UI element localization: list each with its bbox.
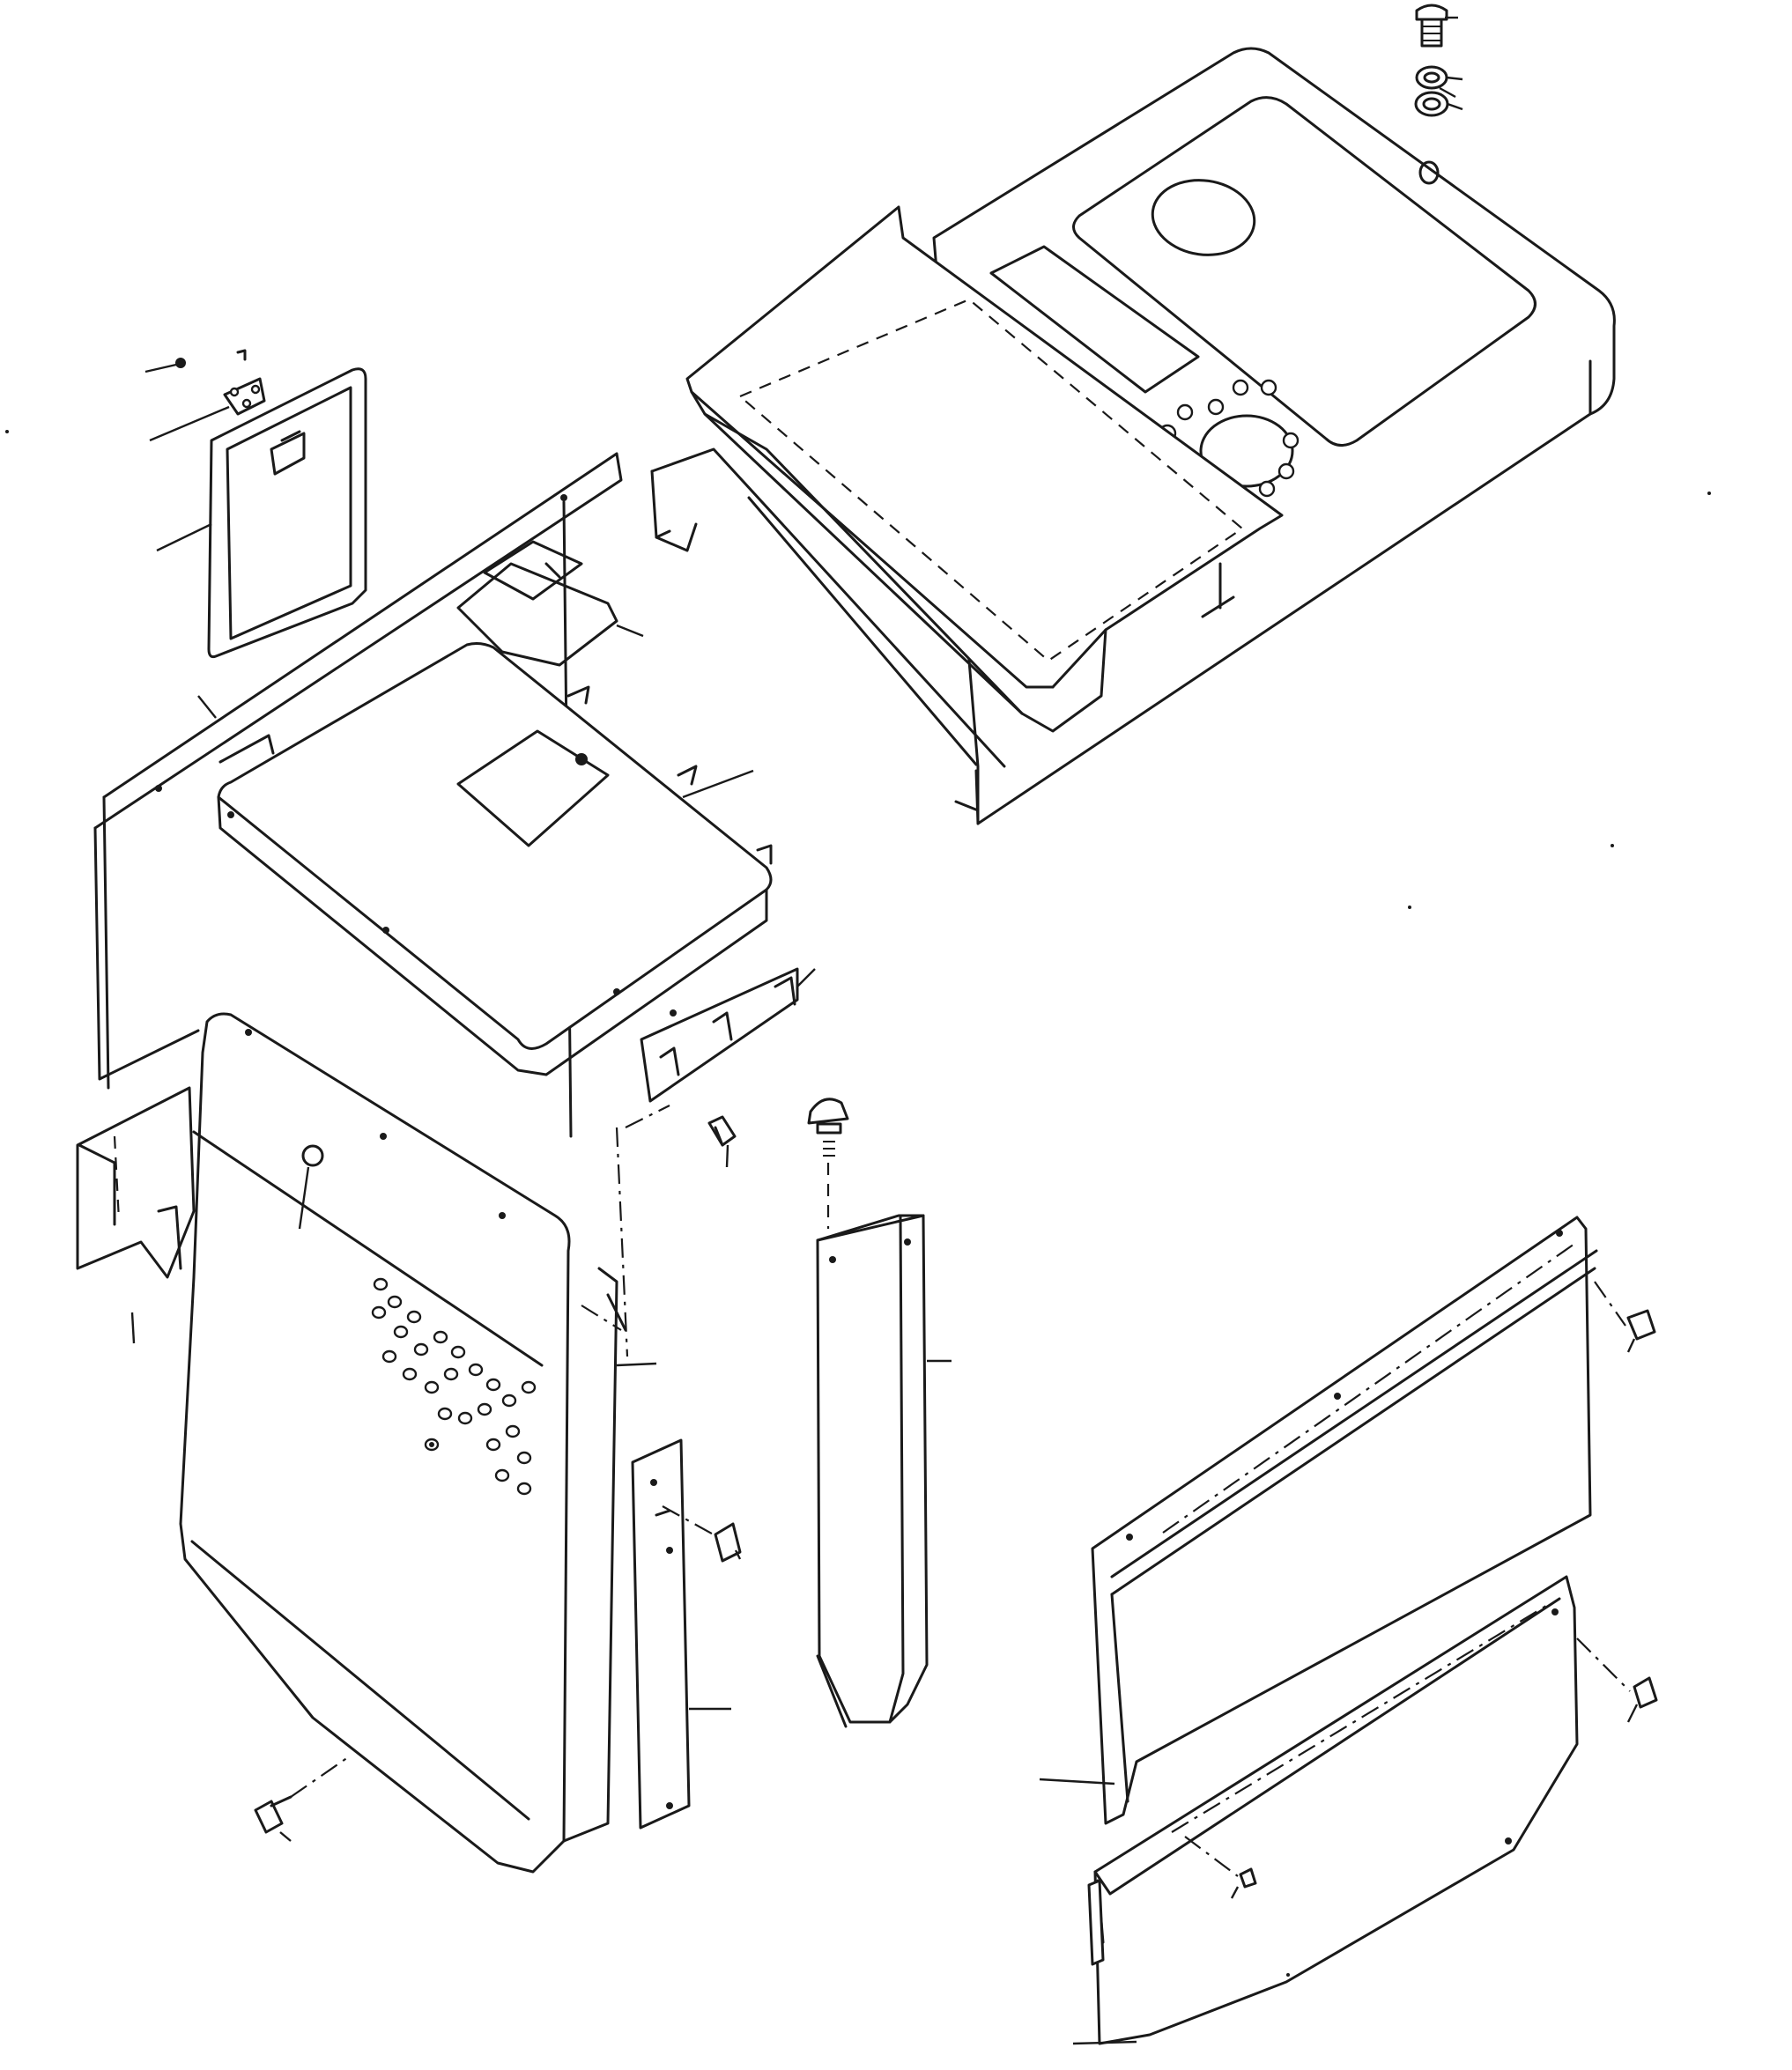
seat-cover-center [650, 205, 1284, 768]
bolts [254, 1115, 737, 1842]
inspection-door-upper-left [156, 367, 367, 659]
right-upper-panel [1039, 1216, 1656, 1825]
perforation-holes [371, 1277, 537, 1496]
seat-top-rounded-cover [217, 642, 773, 1076]
knob-bolt [662, 1505, 742, 1563]
column-cover [807, 1098, 952, 1728]
right-lower-panel [1072, 1575, 1658, 2045]
washers-top-right [1414, 65, 1463, 117]
rear-perforated-panel [179, 1012, 657, 1874]
cap-screw-top-right [1415, 4, 1458, 48]
left-side-bracket [76, 1086, 196, 1344]
handle-bracket [456, 540, 644, 667]
bracket-strip-right [625, 967, 816, 1128]
latch-assembly [144, 349, 266, 442]
vertical-strip [631, 1438, 742, 1830]
